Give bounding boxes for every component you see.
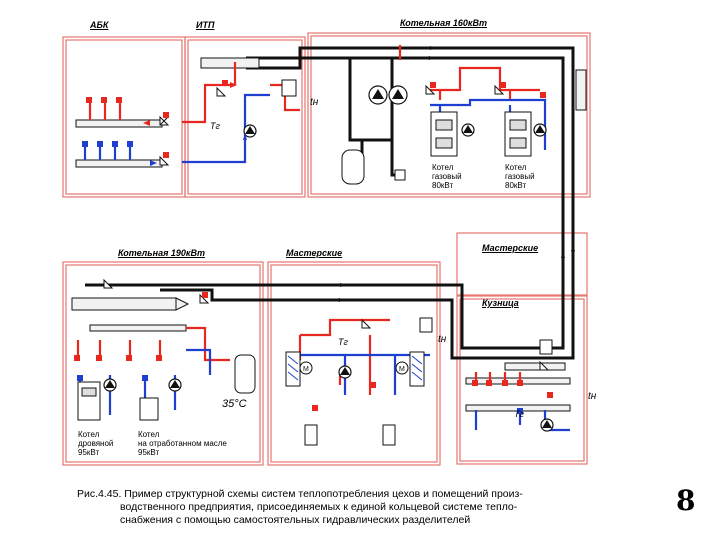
temp-symbol-workshop: tн [438, 334, 447, 345]
temp-symbol-workshop-return: Tг [338, 337, 348, 347]
heater-hatching [287, 355, 423, 381]
fan-left [299, 361, 313, 375]
page-number: 8 [676, 484, 696, 517]
boiler-label-wood: Котел дровяной 95кВт [78, 430, 114, 457]
svg-text:M: M [399, 366, 405, 373]
dhw-tank [234, 354, 256, 394]
itp-controller [281, 79, 297, 97]
figure-caption: Рис.4.45. Пример структурной схемы систе… [77, 488, 617, 527]
caption-line-3: снабжения с помощью самостоятельных гидр… [120, 514, 471, 526]
valves [103, 84, 550, 371]
flow-arrows [333, 46, 575, 302]
temp-symbol-itp-return: Tг [210, 121, 220, 131]
fan-letters: M M [303, 366, 405, 373]
boiler-label-gas-1: Котел газовый 80кВт [432, 163, 462, 190]
frame-workshops-right [456, 232, 588, 296]
forge-separator [504, 362, 566, 371]
zone-label-boiler-190: Котельная 190кВт [118, 248, 205, 258]
manifold-abk-return [75, 159, 163, 168]
zone-label-boiler-160: Котельная 160кВт [400, 18, 487, 28]
boiler-190-manifold [89, 324, 187, 332]
expansion-tank [341, 149, 365, 185]
boiler-160-separator [575, 69, 587, 111]
oil-boiler [139, 397, 159, 421]
frame-forge [456, 295, 588, 465]
caption-line-1: Рис.4.45. Пример структурной схемы систе… [77, 488, 523, 500]
boiler-label-gas-2: Котел газовый 80кВт [505, 163, 535, 190]
air-heaters [285, 351, 425, 446]
zone-label-workshops-right: Мастерские [482, 243, 539, 253]
gas-boiler-2 [504, 111, 532, 157]
frame-itp [184, 36, 306, 198]
gas-boiler-1 [430, 111, 458, 157]
caption-line-2: водственного предприятия, присоединяемых… [120, 501, 518, 513]
boiler-190-separator [71, 297, 177, 311]
heater-right [409, 351, 425, 387]
forge-controller [539, 339, 553, 355]
flow-arrows-blue [150, 133, 247, 166]
zone-label-itp: ИТП [196, 20, 215, 30]
temp-symbol-35: 35°C [222, 398, 247, 410]
frame-workshops-center [267, 261, 441, 466]
workshop-controller [419, 317, 433, 333]
supply-lines [76, 45, 540, 395]
boiler-label-waste-oil: Котел на отработанном масле 95кВт [138, 430, 227, 457]
return-valves [77, 141, 523, 414]
pump-triangles [105, 89, 552, 428]
boiler-160-controller [394, 169, 406, 181]
frame-boiler-190 [62, 261, 264, 466]
zone-label-forge: Кузница [482, 298, 519, 308]
itp-separator [200, 57, 260, 69]
boiler-units [77, 79, 553, 421]
zone-frames [62, 32, 591, 466]
zone-label-abk: АБК [90, 20, 109, 30]
fan-right [395, 361, 409, 375]
flow-arrows-red [143, 82, 237, 126]
heater-left [285, 351, 301, 387]
svg-text:M: M [303, 366, 309, 373]
temp-symbol-forge-return: Tг [514, 409, 524, 419]
frame-boiler-160 [307, 32, 591, 198]
zone-label-workshops-center: Мастерские [286, 248, 343, 258]
temp-symbol-forge: tн [588, 391, 597, 402]
temp-symbol-itp: tн [310, 97, 319, 108]
control-valves [74, 80, 553, 411]
